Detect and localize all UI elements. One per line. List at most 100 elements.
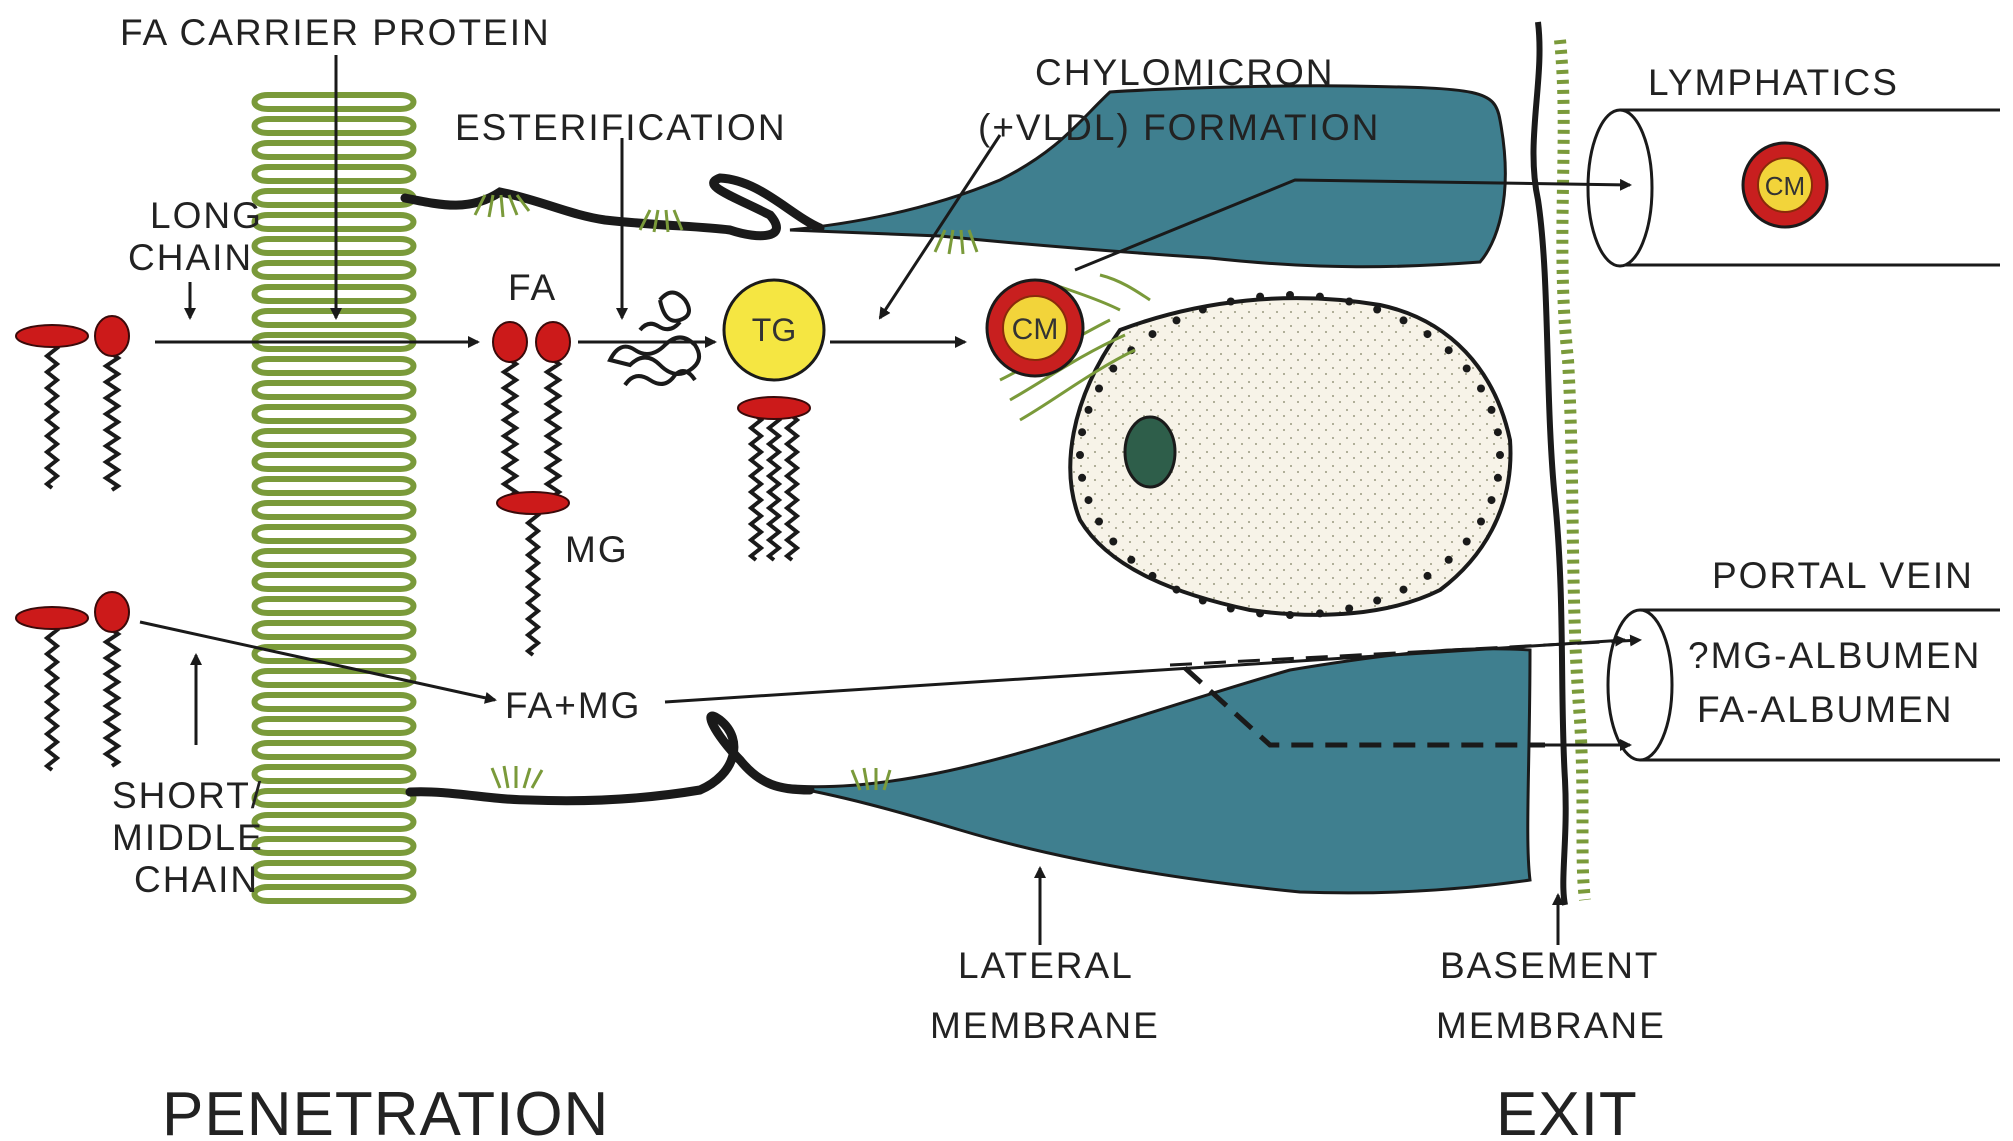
label-basement: BASEMENT <box>1440 945 1660 986</box>
fatty-acid-molecule <box>95 316 129 490</box>
ribosome-dot <box>1463 365 1471 373</box>
ribosome-dot <box>1227 298 1235 306</box>
microvillus <box>255 623 414 637</box>
ribosome-dot <box>1199 306 1207 314</box>
ribosome-dot <box>1477 385 1485 393</box>
ribosome-dot <box>1256 609 1264 617</box>
ribosome-dot <box>1286 611 1294 619</box>
ribosome-dot <box>1488 496 1496 504</box>
microvillus <box>255 551 414 565</box>
arrow-short-to-famg <box>140 622 495 700</box>
ribosome-dot <box>1316 609 1324 617</box>
monoglyceride-molecule <box>16 325 88 488</box>
triglyceride-molecule <box>738 397 810 560</box>
ribosome-dot <box>1173 316 1181 324</box>
label-fa: FA <box>508 267 557 308</box>
label-lateral: LATERAL <box>958 945 1134 986</box>
ribosome-dot <box>1424 572 1432 580</box>
label-chylomicron-1: CHYLOMICRON <box>1035 52 1335 93</box>
microvillus <box>255 503 414 517</box>
chylomicron-in-lymph: CM <box>1743 143 1827 227</box>
ribosome-dot <box>1286 291 1294 299</box>
microvillus <box>255 143 414 157</box>
label-fa-albumen: FA-ALBUMEN <box>1697 689 1953 730</box>
fatty-acid-molecule <box>536 322 570 496</box>
microvillus <box>255 383 414 397</box>
label-esterification: ESTERIFICATION <box>455 107 787 148</box>
triglyceride-particle: TG <box>724 280 824 380</box>
label-fa-carrier-protein: FA CARRIER PROTEIN <box>120 12 551 53</box>
ribosome-dot <box>1256 293 1264 301</box>
nucleolus <box>1125 417 1175 487</box>
ribosome-dot <box>1199 597 1207 605</box>
ribosome-dot <box>1445 346 1453 354</box>
ribosome-dot <box>1078 428 1086 436</box>
microvillus <box>255 215 414 229</box>
basement-membrane <box>1533 22 1565 905</box>
portal-vein-vessel <box>1608 610 2000 760</box>
microvillus <box>255 359 414 373</box>
microvillus <box>255 791 414 805</box>
ribosome-dot <box>1149 572 1157 580</box>
ribosome-dot <box>1095 518 1103 526</box>
monoglyceride-molecule <box>497 492 569 655</box>
ribosome-dot <box>1109 365 1117 373</box>
ribosome-dot <box>1494 428 1502 436</box>
ribosome-dot <box>1400 586 1408 594</box>
microvillus <box>255 167 414 181</box>
monoglyceride-molecule <box>16 607 88 770</box>
microvillus <box>255 263 414 277</box>
lower-apical-membrane <box>410 716 810 801</box>
ribosome-dot <box>1085 496 1093 504</box>
ribosome-dot <box>1149 330 1157 338</box>
label-exit: EXIT <box>1496 1080 1638 1141</box>
ribosome-dot <box>1373 306 1381 314</box>
label-middle: MIDDLE <box>112 817 264 858</box>
microvillus <box>255 695 414 709</box>
label-fa-mg: FA+MG <box>505 685 641 726</box>
microvilli-brush-border <box>255 95 414 901</box>
chylomicron-particle: CM <box>987 280 1083 376</box>
label-lymphatics: LYMPHATICS <box>1648 62 1899 103</box>
microvillus <box>255 119 414 133</box>
microvillus <box>255 455 414 469</box>
microvillus <box>255 239 414 253</box>
microvillus <box>255 479 414 493</box>
ribosome-dot <box>1400 316 1408 324</box>
microvillus <box>255 95 414 109</box>
microvillus <box>255 719 414 733</box>
ribosome-dot <box>1494 474 1502 482</box>
ribosome-dot <box>1463 538 1471 546</box>
microvillus <box>255 431 414 445</box>
microvillus <box>255 575 414 589</box>
ribosome-dot <box>1173 586 1181 594</box>
microvillus <box>255 863 414 877</box>
lower-cell-cytoplasm <box>780 649 1530 893</box>
microvillus <box>255 527 414 541</box>
ribosome-dot <box>1345 298 1353 306</box>
label-short: SHORT/ <box>112 775 263 816</box>
microvillus <box>255 887 414 901</box>
microvillus <box>255 599 414 613</box>
label-chain-2: CHAIN <box>134 859 259 900</box>
label-long: LONG <box>150 195 263 236</box>
microvillus <box>255 311 414 325</box>
ribosome-dot <box>1095 385 1103 393</box>
label-basement-membrane: MEMBRANE <box>1436 1005 1666 1046</box>
ribosome-dot <box>1373 597 1381 605</box>
cm-label-cell: CM <box>1012 313 1059 346</box>
ribosome-dot <box>1424 330 1432 338</box>
label-portal-vein: PORTAL VEIN <box>1712 555 1974 596</box>
label-mg: MG <box>565 529 629 570</box>
label-mg-albumen: ?MG-ALBUMEN <box>1688 635 1981 676</box>
fatty-acid-molecule <box>95 592 129 766</box>
microvillus <box>255 767 414 781</box>
microvillus <box>255 743 414 757</box>
microvillus <box>255 287 414 301</box>
ribosome-dot <box>1316 293 1324 301</box>
ribosome-dot <box>1109 538 1117 546</box>
ribosome-dot <box>1496 451 1504 459</box>
microvillus <box>255 839 414 853</box>
microvillus <box>255 407 414 421</box>
